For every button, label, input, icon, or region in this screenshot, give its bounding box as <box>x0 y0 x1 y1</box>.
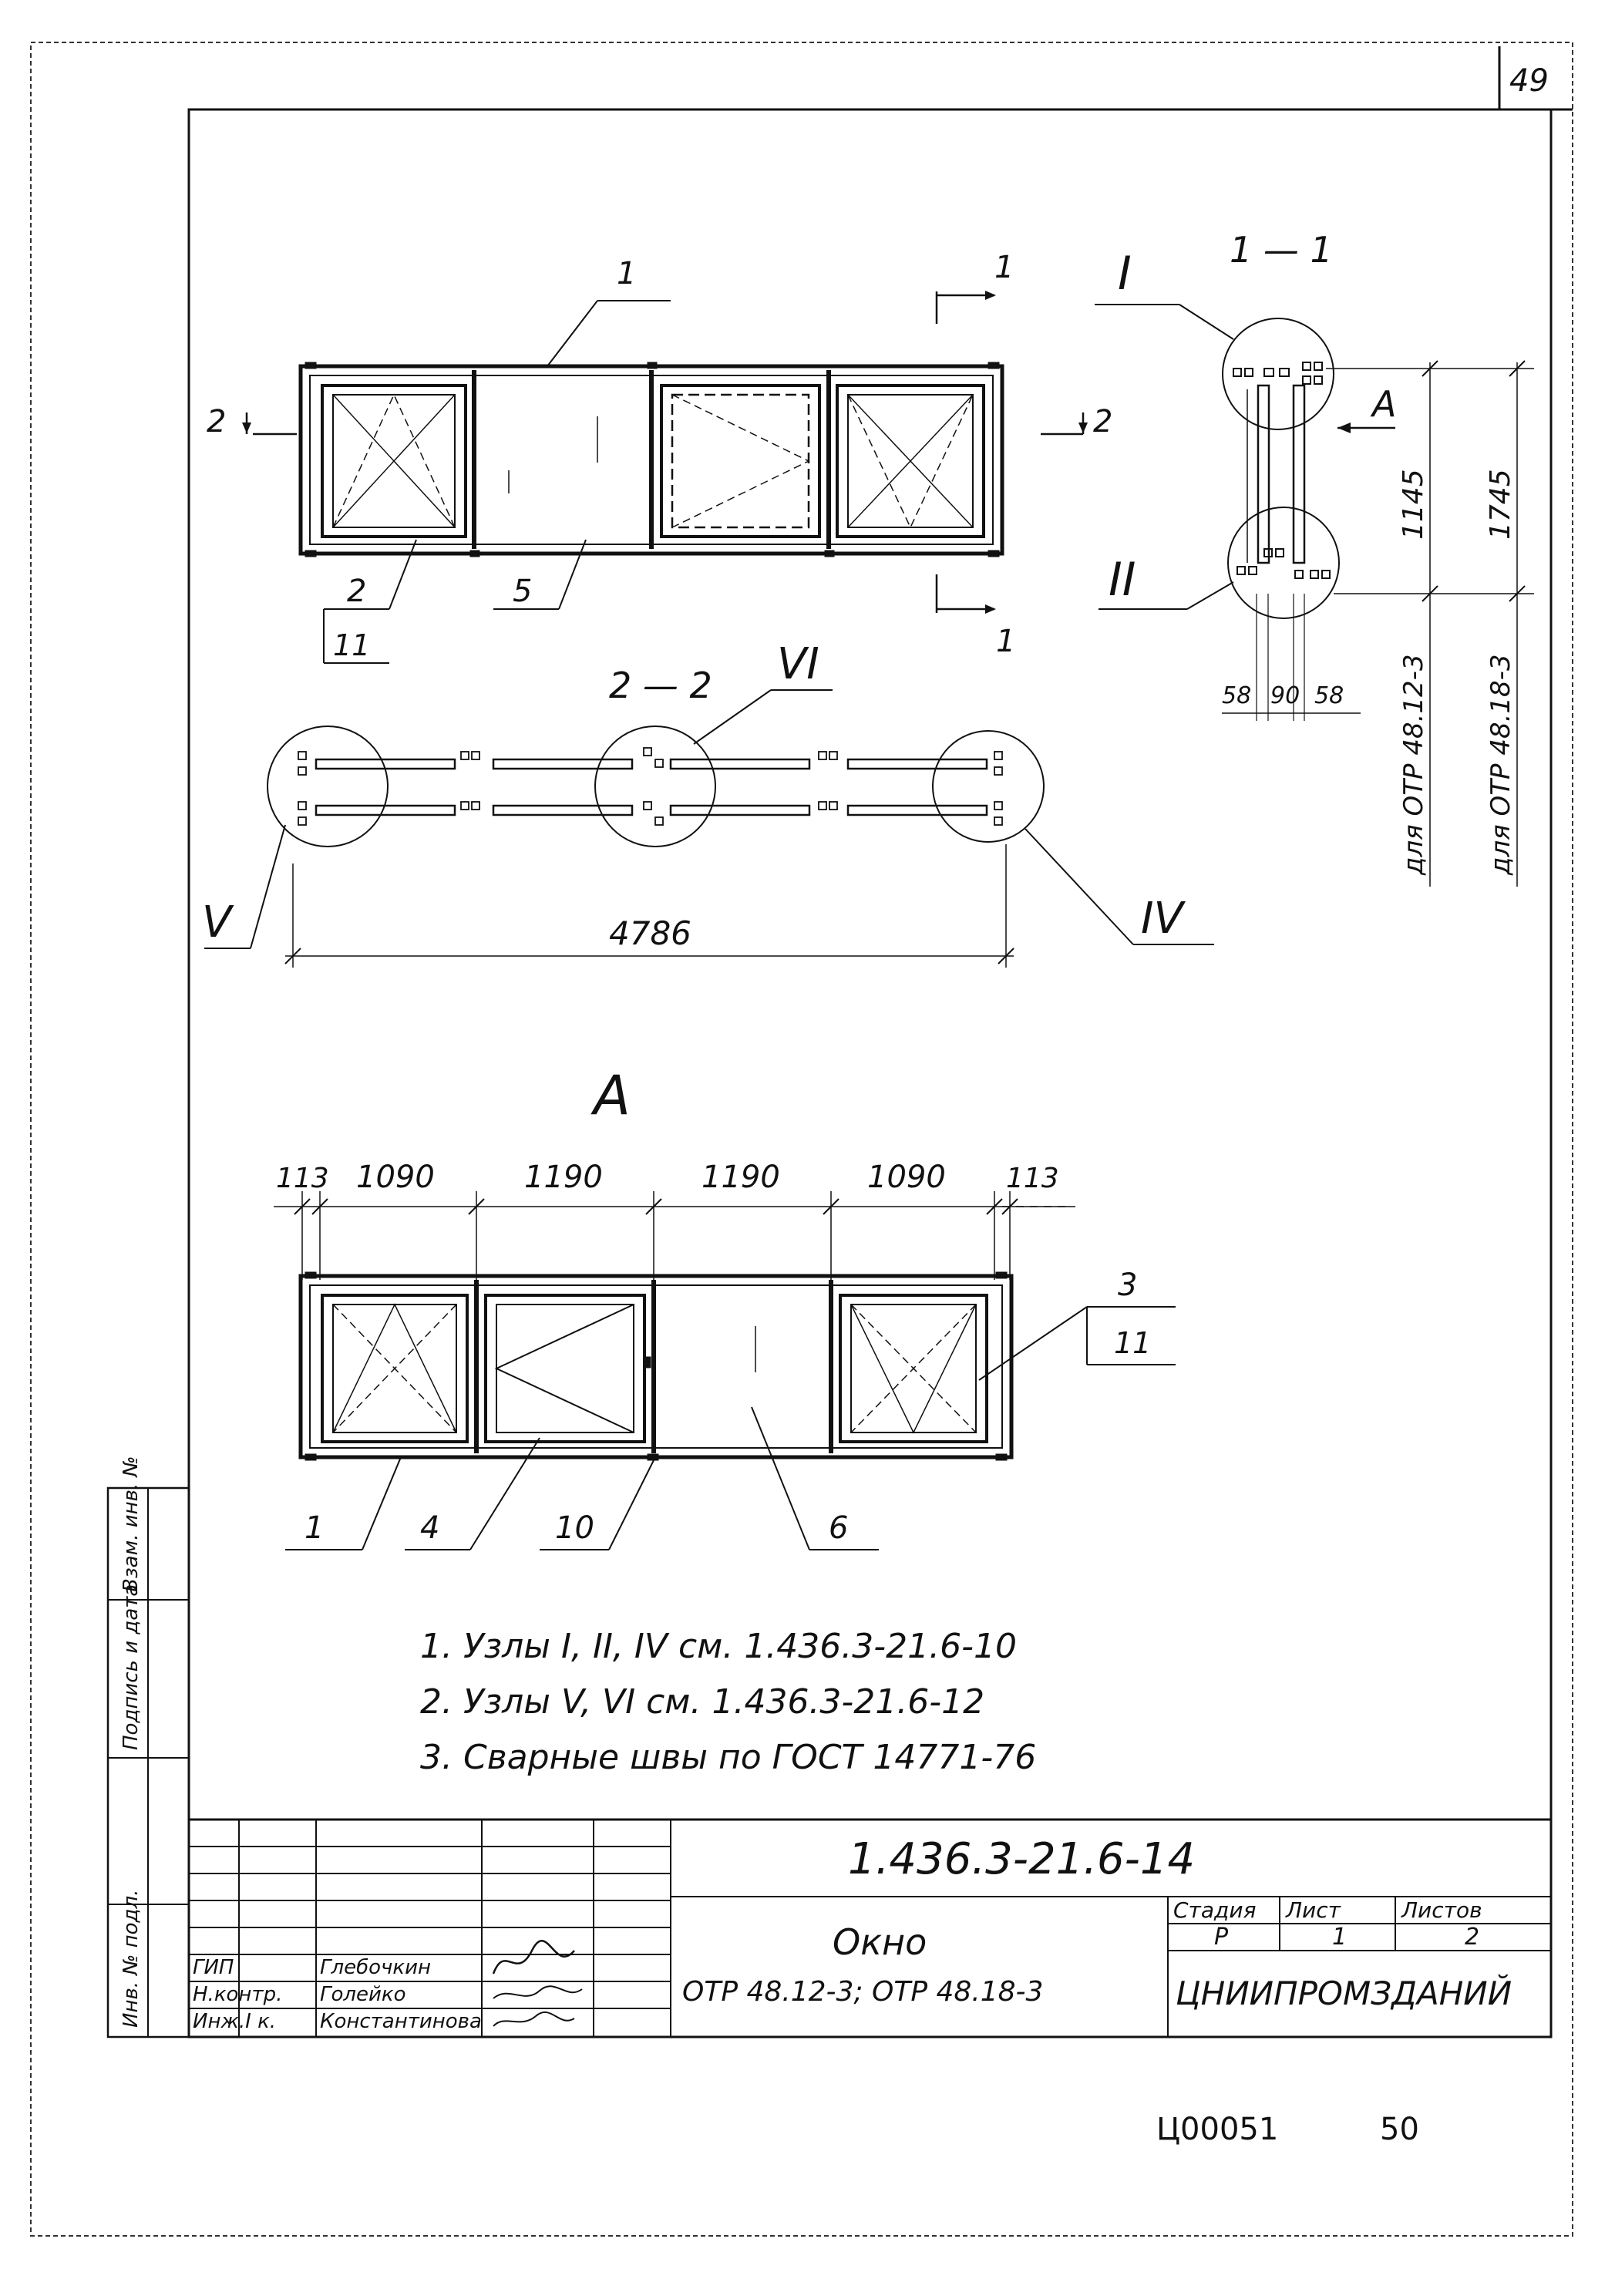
dim-sec-90: 90 <box>1270 682 1300 709</box>
node-IV-label: IV <box>1141 894 1186 944</box>
signature-1 <box>492 1940 575 1974</box>
organization: ЦНИИПРОМЗДАНИЙ <box>1176 1974 1512 2012</box>
cut-line-2-2: 2 2 <box>207 404 1112 439</box>
signer-2-role: Н.контр. <box>193 1983 282 2006</box>
callout-3-sheet-ref: 11 <box>1114 1326 1151 1360</box>
title-subname: ОТР 48.12-3; ОТР 48.18-3 <box>682 1976 1043 2008</box>
section-1-1: 1 — 1 I II А <box>1095 229 1534 887</box>
callout-2-top: 2 <box>347 574 366 609</box>
stamp-inv-orig: Инв. № подл. <box>119 1890 143 2028</box>
note-3: 3. Сварные швы по ГОСТ 14771-76 <box>420 1738 1036 1777</box>
section-2-2: 2 — 2 VI V <box>202 639 1214 968</box>
stamp-sign-date: Подпись и дата <box>119 1584 143 1750</box>
callout-3-view-a: 3 <box>1118 1268 1137 1303</box>
section-1-1-title: 1 — 1 <box>1230 229 1333 271</box>
callout-1-top: 1 <box>617 256 636 291</box>
value-sheet: 1 <box>1332 1924 1347 1951</box>
cut-1-top-label: 1 <box>994 250 1014 285</box>
section-2-2-title: 2 — 2 <box>609 665 712 706</box>
notes: 1. Узлы I, II, IV см. 1.436.3-21.6-10 2.… <box>420 1627 1036 1777</box>
dim-a-113-right: 113 <box>1006 1163 1059 1194</box>
callout-2-sheet-ref: 11 <box>333 628 370 662</box>
node-V-label: V <box>202 897 234 948</box>
view-a-title: А <box>590 1064 631 1127</box>
cut-2-right-label: 2 <box>1093 404 1112 439</box>
note-2: 2. Узлы V, VI см. 1.436.3-21.6-12 <box>420 1682 984 1722</box>
callout-5-top: 5 <box>513 574 532 609</box>
callout-1-view-a: 1 <box>304 1510 324 1546</box>
dim-sec-58-left: 58 <box>1222 682 1251 709</box>
title-block: ГИП Глебочкин Н.контр. Голейко Инж.I к. … <box>187 1818 1553 2038</box>
callout-10-view-a: 10 <box>555 1510 594 1546</box>
node-I-label: I <box>1118 247 1132 301</box>
dim-a-1090-left: 1090 <box>356 1160 435 1195</box>
signature-2 <box>493 1985 583 1999</box>
dim-a-1190-left: 1190 <box>524 1160 603 1195</box>
node-II-label: II <box>1109 553 1136 607</box>
dim-total-4786: 4786 <box>609 914 691 952</box>
signer-3-name: Константинова <box>320 2010 482 2033</box>
note-1: 1. Узлы I, II, IV см. 1.436.3-21.6-10 <box>420 1627 1017 1666</box>
cut-line-1-1: 1 1 <box>935 250 1015 659</box>
signer-1-name: Глебочкин <box>320 1956 431 1979</box>
dim-note-48-18: для ОТР 48.18-3 <box>1485 654 1516 876</box>
header-stage: Стадия <box>1173 1897 1256 1923</box>
header-sheet: Лист <box>1285 1897 1341 1923</box>
dim-a-113-left: 113 <box>276 1163 329 1194</box>
arrow-a-label: А <box>1370 383 1396 425</box>
page-number-box <box>1498 46 1573 111</box>
signer-3-role: Инж.I к. <box>193 2010 276 2033</box>
node-VI-label: VI <box>777 639 819 689</box>
callout-4-view-a: 4 <box>420 1510 439 1546</box>
value-stage: Р <box>1214 1924 1229 1951</box>
left-stamp-strip: Взам. инв. № Подпись и дата Инв. № подл. <box>106 1456 190 2038</box>
dim-a-1090-right: 1090 <box>867 1160 946 1195</box>
archive-code: Ц00051 <box>1156 2112 1278 2147</box>
dim-note-48-12: для ОТР 48.12-3 <box>1398 654 1429 876</box>
top-callouts: 1 2 11 5 <box>323 256 671 664</box>
dim-height-1745: 1745 <box>1485 469 1516 540</box>
stamp-inv-dup: Взам. инв. № <box>119 1456 143 1592</box>
header-sheets: Листов <box>1401 1897 1482 1923</box>
doc-code: 1.436.3-21.6-14 <box>848 1834 1195 1884</box>
archive-page: 50 <box>1380 2112 1419 2147</box>
value-sheets: 2 <box>1465 1924 1479 1951</box>
corner-page-number: 49 <box>1509 63 1549 99</box>
dim-sec-58-right: 58 <box>1314 682 1344 709</box>
title-name: Окно <box>833 1921 927 1963</box>
signature-3 <box>493 2011 575 2027</box>
sheet-frame: 49 <box>30 42 1573 2237</box>
top-elevation-view <box>298 362 1004 557</box>
cut-2-left-label: 2 <box>207 404 226 439</box>
signer-2-name: Голейко <box>320 1983 406 2006</box>
dim-a-1190-right: 1190 <box>702 1160 780 1195</box>
view-a: А 113 1090 1190 1190 1090 113 <box>274 1064 1176 1550</box>
dim-height-1145: 1145 <box>1398 469 1429 540</box>
cut-1-bottom-label: 1 <box>996 624 1015 659</box>
signer-1-role: ГИП <box>193 1956 234 1979</box>
callout-6-view-a: 6 <box>829 1510 848 1546</box>
